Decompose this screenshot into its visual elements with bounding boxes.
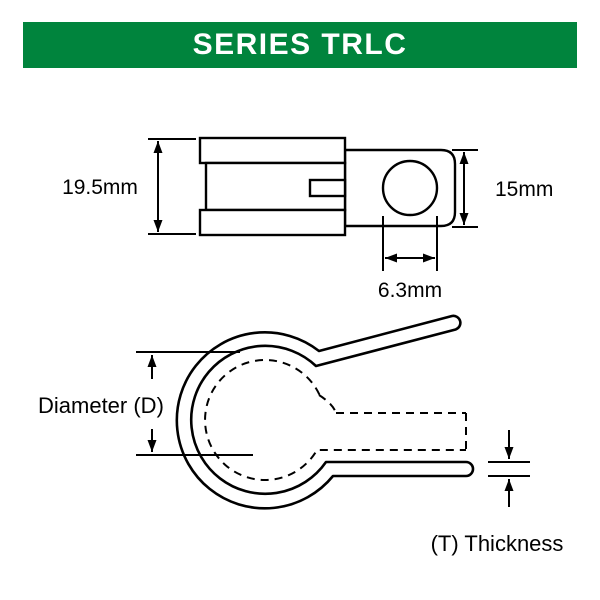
band-top-flange — [198, 136, 347, 165]
diameter-label: Diameter (D) — [38, 393, 164, 418]
thickness-label: (T) Thickness — [431, 531, 564, 556]
front-view — [198, 136, 457, 237]
clamp-body — [175, 314, 475, 510]
band-height-dimension: 19.5mm — [62, 138, 196, 235]
band-height-label: 19.5mm — [62, 176, 138, 199]
mounting-hole — [381, 159, 439, 217]
band-bottom-flange — [198, 208, 347, 237]
diameter-dimension: Diameter (D) — [38, 351, 253, 456]
banner: SERIES TRLC — [23, 22, 577, 68]
screw-slot — [308, 178, 347, 198]
side-view-dimensions: Diameter (D) (T) Thickness — [38, 351, 564, 556]
thickness-dimension: (T) Thickness — [431, 430, 564, 556]
side-view — [175, 314, 475, 510]
front-view-dimensions: 19.5mm 15mm 6.3mm — [62, 138, 553, 302]
hole-diameter-label: 6.3mm — [378, 279, 442, 302]
banner-title: SERIES TRLC — [192, 28, 408, 61]
tab-height-label: 15mm — [495, 178, 553, 201]
tab-height-dimension: 15mm — [452, 149, 553, 228]
hole-diameter-dimension: 6.3mm — [378, 216, 442, 302]
